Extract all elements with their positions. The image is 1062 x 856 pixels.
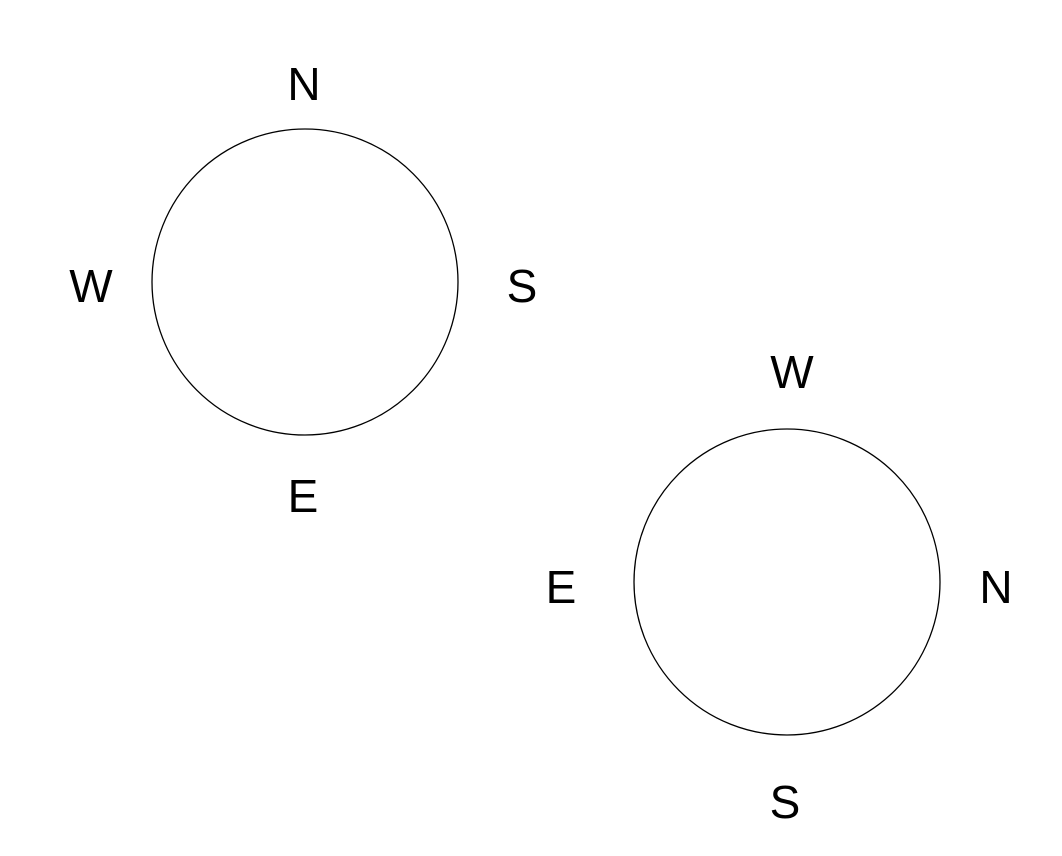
- compass-1-top-label: N: [287, 58, 320, 110]
- compass-2-circle: [633, 428, 941, 736]
- compass-2-bottom-label: S: [770, 776, 801, 828]
- compass-2: W N S E: [546, 346, 1013, 828]
- compass-1-circle: [151, 128, 459, 436]
- compass-2-left-label: E: [546, 561, 577, 613]
- compass-2-top-label: W: [770, 346, 814, 398]
- compass-2-right-label: N: [979, 561, 1012, 613]
- compass-1-right-label: S: [507, 260, 538, 312]
- compass-1: N S E W: [69, 58, 537, 522]
- compass-1-left-label: W: [69, 260, 113, 312]
- compass-1-bottom-label: E: [288, 470, 319, 522]
